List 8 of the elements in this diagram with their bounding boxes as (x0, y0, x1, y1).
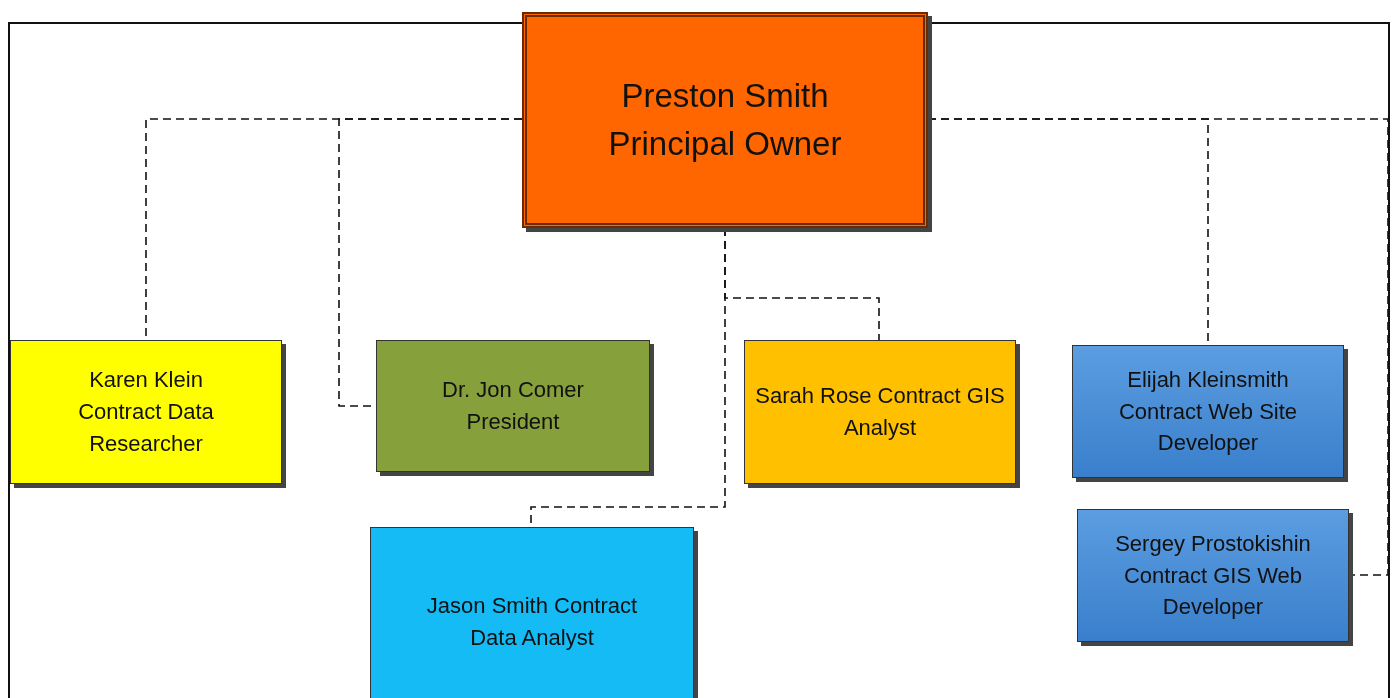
connector-line (338, 118, 523, 407)
name-title: Dr. Jon Comer President (441, 376, 585, 436)
name-title: Sarah Rose Contract GIS Analyst (755, 382, 1005, 442)
name-title: Jason Smith Contract Data Analyst (425, 592, 639, 652)
name-title: Karen Klein Contract Data Researcher (77, 366, 215, 458)
name-title: Elijah Kleinsmith Contract Web Site Developer (1117, 365, 1299, 458)
name-title: Preston Smith Principal Owner (607, 76, 843, 164)
name-title: Sergey Prostokishin Contract GIS Web Developer (1114, 529, 1312, 622)
